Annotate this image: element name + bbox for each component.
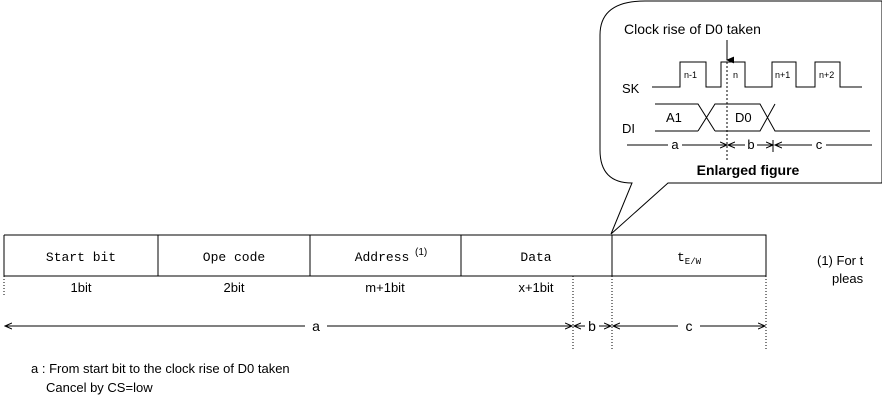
frame-box	[3, 234, 613, 277]
clock-rise-label: Clock rise of D0 taken	[624, 21, 761, 37]
note-a-definition: a : From start bit to the clock rise of …	[31, 361, 290, 376]
instruction-frame: Start bit Ope code Address (1) Data tE/W…	[3, 234, 767, 350]
enlarged-callout: Clock rise of D0 taken SK n-1 n n+1 n+2 …	[599, 0, 882, 235]
sk-waveform	[652, 61, 862, 88]
note-cancel: Cancel by CS=low	[46, 380, 153, 395]
side-note-line2: pleas	[832, 271, 864, 286]
field-start-bit: Start bit	[46, 250, 116, 265]
enlarged-figure-caption: Enlarged figure	[697, 162, 800, 178]
field-data: Data	[520, 250, 551, 265]
di-a1-label: A1	[666, 110, 682, 125]
pulse-label-n+2: n+2	[819, 70, 834, 80]
field-address-footnote: (1)	[415, 247, 427, 258]
width-ope-code: 2bit	[224, 280, 245, 295]
tew-box	[612, 234, 767, 277]
frame-span-a-bg	[305, 316, 327, 334]
enlarged-span-a-label: a	[671, 137, 679, 152]
field-tew: tE/W	[677, 250, 702, 267]
enlarged-span-c-label: c	[816, 137, 823, 152]
callout-bubble	[599, 0, 882, 235]
width-data: x+1bit	[518, 280, 553, 295]
frame-span-c-label: c	[686, 318, 693, 334]
field-address: Address	[355, 250, 410, 265]
frame-dotted-guides	[3, 276, 767, 350]
enlarged-span-b-label: b	[747, 137, 754, 152]
di-label: DI	[622, 121, 635, 136]
enlarged-span-a-bg	[668, 136, 682, 150]
width-start-bit: 1bit	[71, 280, 92, 295]
side-note-line1: (1) For t	[817, 253, 864, 268]
pulse-label-n+1: n+1	[775, 70, 790, 80]
field-ope-code: Ope code	[203, 250, 265, 265]
pulse-label-n-1: n-1	[684, 70, 697, 80]
frame-span-b-label: b	[588, 318, 596, 334]
sk-label: SK	[622, 81, 640, 96]
di-d0-label: D0	[735, 110, 752, 125]
frame-span-c-bg	[678, 316, 700, 334]
enlarged-span-c-bg	[812, 136, 826, 150]
width-address: m+1bit	[365, 280, 405, 295]
frame-span-b-bg	[585, 317, 599, 333]
di-waveform	[655, 103, 870, 132]
pulse-label-n: n	[733, 70, 738, 80]
enlarged-span-b-bg	[745, 136, 757, 150]
frame-span-a-label: a	[312, 318, 320, 334]
